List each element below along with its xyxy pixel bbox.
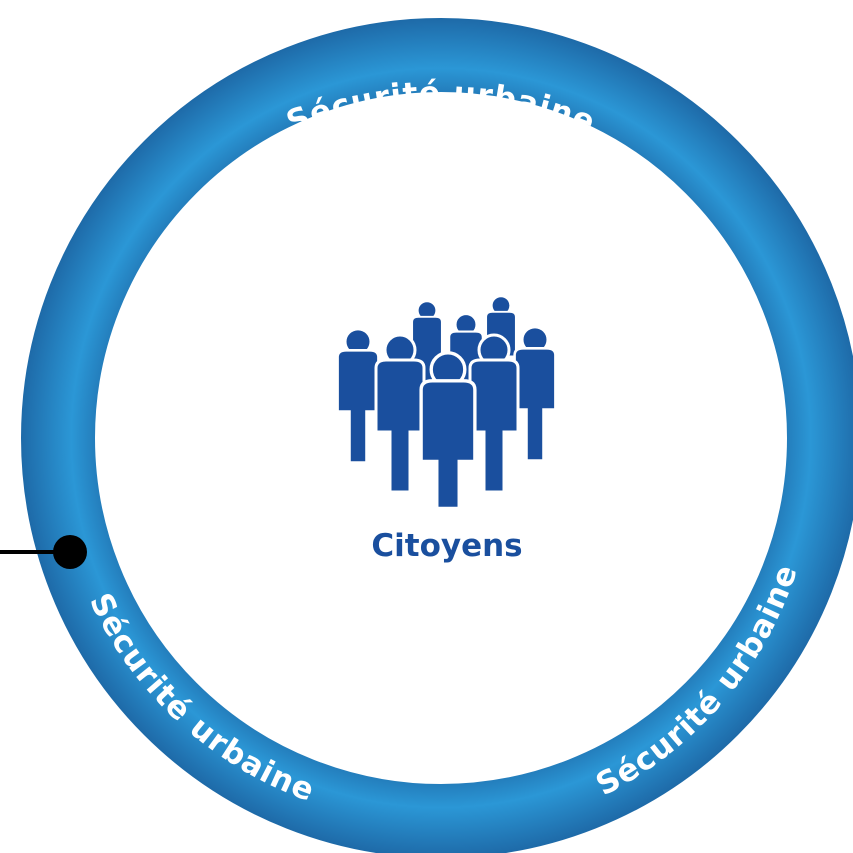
center-label: Citoyens: [371, 528, 522, 564]
connector-dot: [53, 535, 87, 569]
people-group-icon: [336, 295, 557, 511]
outer-ring: [21, 18, 853, 853]
